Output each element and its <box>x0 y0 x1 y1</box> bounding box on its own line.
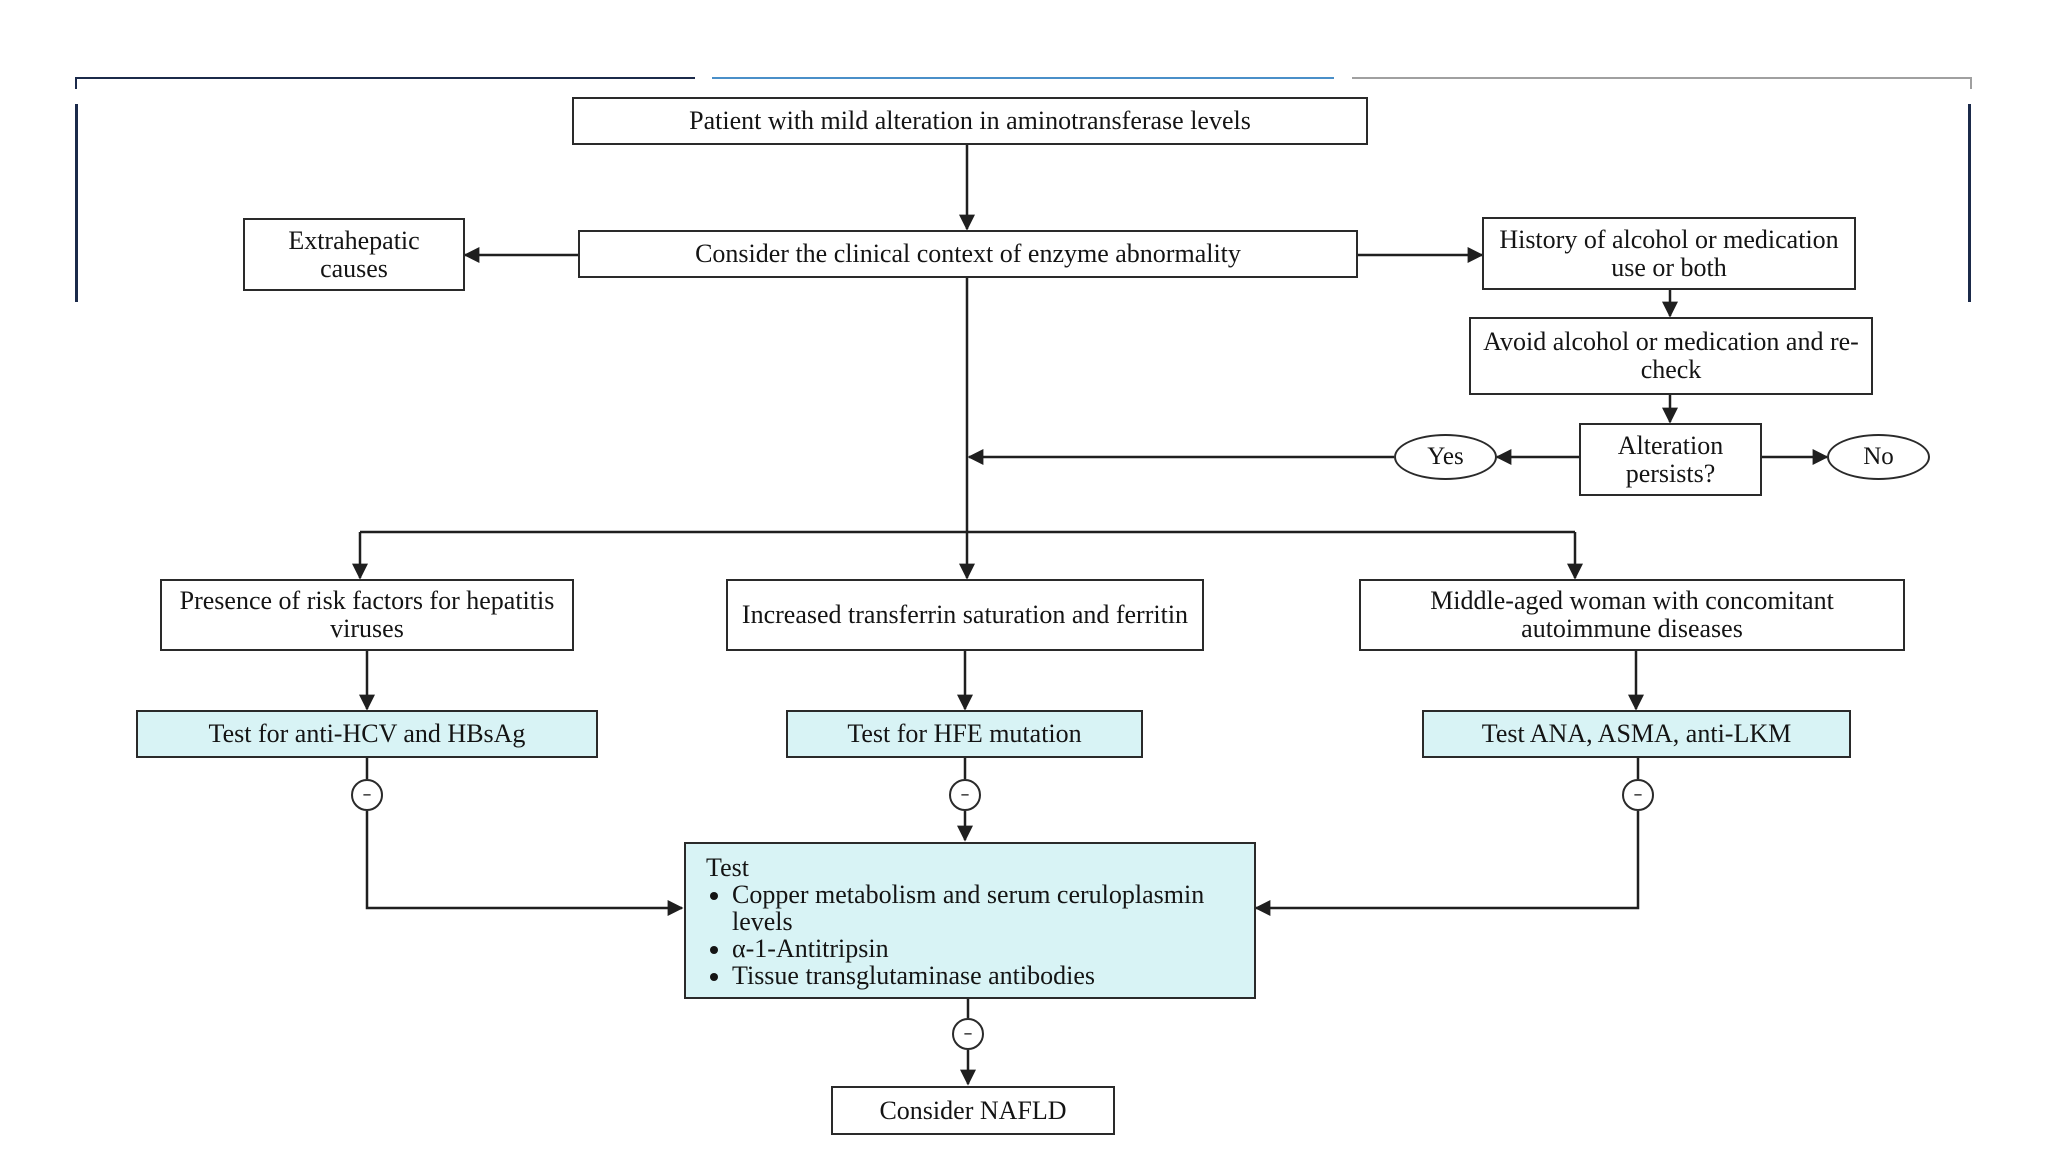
combined-test-box: Test Copper metabolism and serum cerulop… <box>684 842 1256 999</box>
final-box: Consider NAFLD <box>831 1086 1115 1135</box>
test-ana-box: Test ANA, ASMA, anti-LKM <box>1422 710 1851 758</box>
transferrin-box: Increased transferrin saturation and fer… <box>726 579 1204 651</box>
frame-top-dark <box>75 77 695 79</box>
frame-top-blue <box>712 77 1334 79</box>
no-oval: No <box>1827 434 1930 480</box>
avoid-recheck-box: Avoid alcohol or medication and re-check <box>1469 317 1873 395</box>
combined-test-item: Tissue transglutaminase antibodies <box>732 962 1234 989</box>
extrahepatic-box: Extrahepatic causes <box>243 218 465 291</box>
frame-right-bar <box>1968 104 1971 302</box>
test-hcv-box: Test for anti-HCV and HBsAg <box>136 710 598 758</box>
test-hfe-box: Test for HFE mutation <box>786 710 1143 758</box>
autoimmune-box: Middle-aged woman with concomitant autoi… <box>1359 579 1905 651</box>
frame-top-gray <box>1352 77 1972 79</box>
combined-test-item: Copper metabolism and serum ceruloplasmi… <box>732 881 1234 935</box>
frame-right-tick <box>1970 77 1972 89</box>
negative-result-icon: – <box>351 779 383 811</box>
negative-result-icon: – <box>952 1018 984 1050</box>
start-box: Patient with mild alteration in aminotra… <box>572 97 1368 145</box>
yes-oval: Yes <box>1394 434 1497 480</box>
arrow-left-negative-to-combined <box>365 811 684 916</box>
alcohol-history-box: History of alcohol or medication use or … <box>1482 217 1856 290</box>
combined-test-title: Test <box>706 853 749 882</box>
negative-result-icon: – <box>1622 779 1654 811</box>
frame-left-tick <box>75 77 77 89</box>
decision-box: Alteration persists? <box>1579 423 1762 496</box>
negative-result-icon: – <box>949 779 981 811</box>
arrow-right-negative-to-combined <box>1254 811 1640 916</box>
combined-test-list: Copper metabolism and serum ceruloplasmi… <box>706 881 1234 989</box>
risk-factors-box: Presence of risk factors for hepatitis v… <box>160 579 574 651</box>
frame-left-bar <box>75 104 78 302</box>
combined-test-item: α-1-Antitripsin <box>732 935 1234 962</box>
context-box: Consider the clinical context of enzyme … <box>578 230 1358 278</box>
